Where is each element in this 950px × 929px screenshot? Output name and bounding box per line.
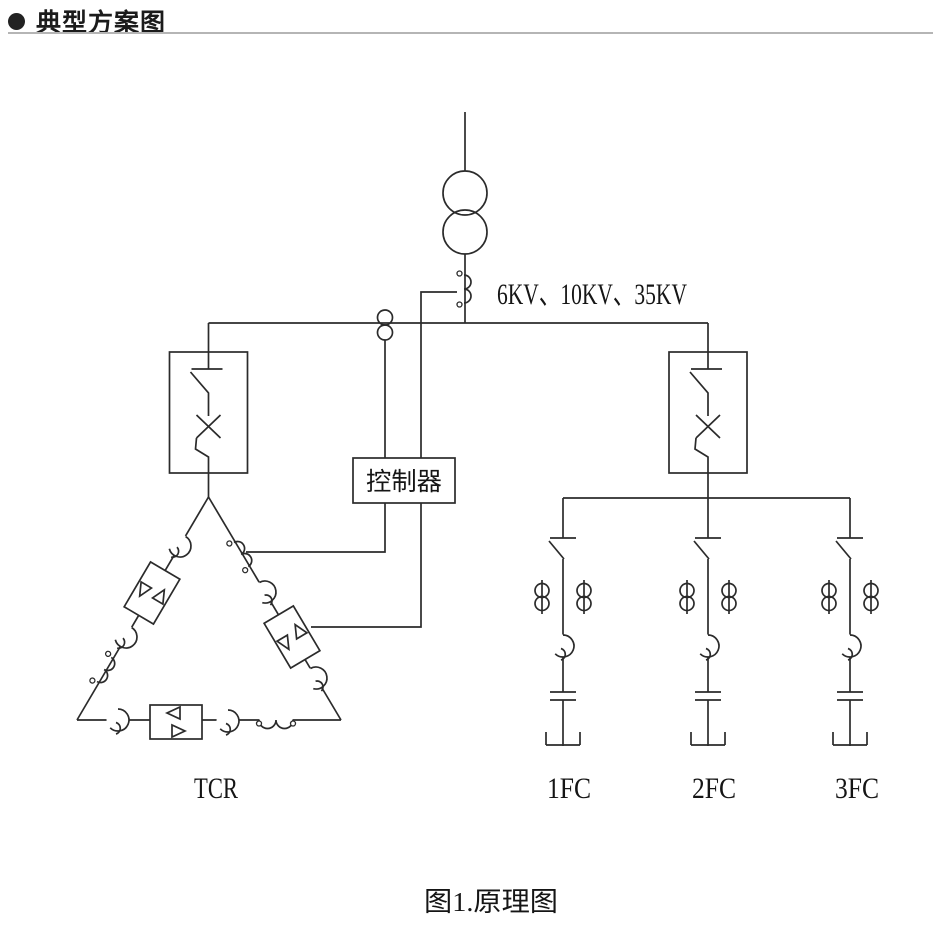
pt-icon xyxy=(863,579,879,615)
filter-breaker xyxy=(668,323,748,498)
switch-icon xyxy=(548,537,577,560)
pt-icon xyxy=(576,579,592,615)
controller-wiring xyxy=(246,291,457,628)
pt-icon xyxy=(821,579,837,615)
transformer-icon xyxy=(442,170,488,255)
pt-icon xyxy=(534,579,550,615)
thyristor-valve-icon xyxy=(123,561,181,625)
header-rule xyxy=(8,32,933,34)
coil-icon xyxy=(255,719,297,730)
reactor-icon xyxy=(695,633,721,661)
controller-label: 控制器 xyxy=(366,468,442,496)
reactor-icon xyxy=(162,529,197,565)
reactor-icon xyxy=(299,661,334,697)
filter-branch-1: 1FC xyxy=(534,498,592,805)
ct-coil-icon xyxy=(225,534,258,575)
reactor-icon xyxy=(215,708,241,736)
filter-branch-3: 3FC xyxy=(821,498,879,805)
bus-pt-icon xyxy=(376,309,394,341)
reactor-icon xyxy=(248,575,283,611)
figure-caption: 图1.原理图 xyxy=(424,887,558,917)
pt-icon xyxy=(679,579,695,615)
fc1-label: 1FC xyxy=(547,772,591,805)
fc3-label: 3FC xyxy=(835,772,879,805)
tcr-label: TCR xyxy=(194,772,238,805)
thyristor-valve-icon xyxy=(263,605,321,669)
reactor-icon xyxy=(550,633,576,661)
controller-box: 控制器 xyxy=(352,457,456,504)
bullet-icon xyxy=(8,12,25,30)
voltage-label: 6KV、10KV、35KV xyxy=(497,278,687,311)
pt-icon xyxy=(721,579,737,615)
reactor-icon xyxy=(105,707,131,735)
thyristor-valve-icon xyxy=(149,704,203,740)
switch-icon xyxy=(693,537,722,560)
fc2-label: 2FC xyxy=(692,772,736,805)
incoming-feeder: 6KV、10KV、35KV xyxy=(442,112,687,323)
reactor-icon xyxy=(108,620,143,656)
filter-branch-2: 2FC xyxy=(679,498,737,805)
switch-icon xyxy=(835,537,864,560)
reactor-icon xyxy=(837,633,863,661)
tcr-breaker xyxy=(168,323,249,497)
tcr-delta: TCR xyxy=(76,496,342,805)
main-ct-icon xyxy=(456,270,472,308)
